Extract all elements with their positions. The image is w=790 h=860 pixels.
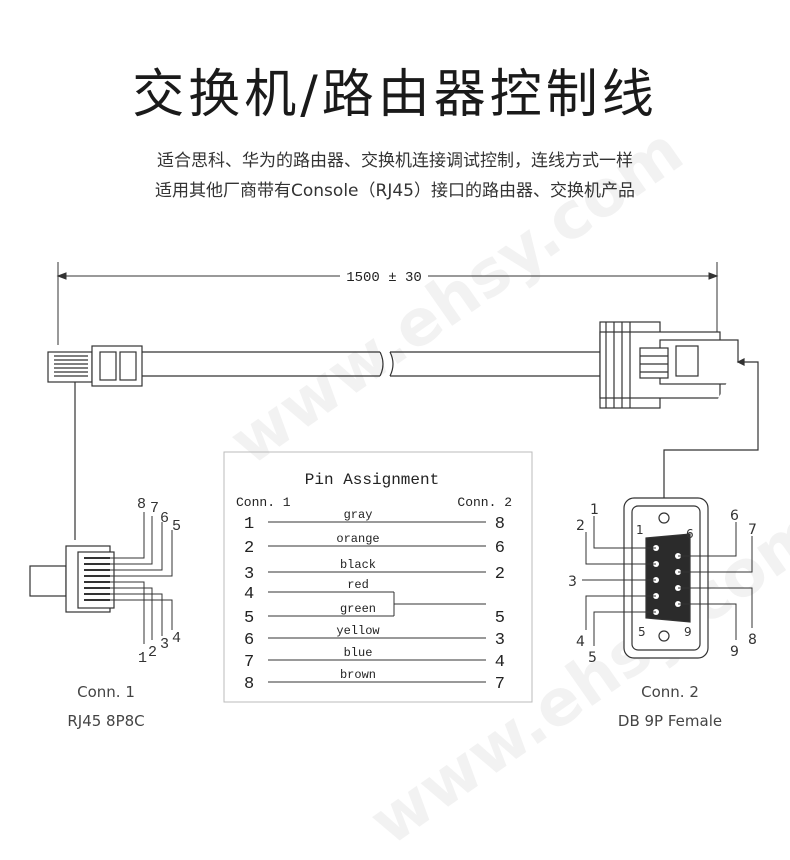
db9-pin-1: 1 xyxy=(590,502,599,518)
rj45-pin-1: 1 xyxy=(138,650,147,667)
rj45-pin-7: 7 xyxy=(150,500,159,517)
db9-conn-type: DB 9P Female xyxy=(617,712,723,730)
subtitle-line-1: 适合思科、华为的路由器、交换机连接调试控制，连线方式一样 xyxy=(157,151,633,171)
db9-pin-7: 7 xyxy=(748,522,757,538)
pin-table-right-header: Conn. 2 xyxy=(457,495,512,510)
db9-plug-side xyxy=(599,321,759,498)
rj45-front-view xyxy=(29,512,173,644)
rj45-plug-side xyxy=(47,345,143,540)
db9-pin-6: 6 xyxy=(730,508,739,524)
db9-inner-9: 9 xyxy=(684,625,692,639)
pin-left-7: 7 xyxy=(244,653,254,672)
wire-color-black: black xyxy=(340,558,376,572)
pin-assignment-box xyxy=(223,451,533,703)
pin-table-title: Pin Assignment xyxy=(305,471,439,489)
pin-table-left-header: Conn. 1 xyxy=(236,495,291,510)
pin-right-3: 3 xyxy=(495,631,505,650)
wire-color-orange: orange xyxy=(336,532,379,546)
pin-left-8: 8 xyxy=(244,675,254,694)
db9-pin-2: 2 xyxy=(576,518,585,534)
pin-right-8: 8 xyxy=(495,515,505,534)
pin-right-4: 4 xyxy=(495,653,505,672)
pin-left-5: 5 xyxy=(244,609,254,628)
wire-color-green: green xyxy=(340,602,376,616)
rj45-pin-2: 2 xyxy=(148,644,157,661)
wire-color-brown: brown xyxy=(340,668,376,682)
dimension-label: 1500 ± 30 xyxy=(346,270,422,286)
wire-color-blue: blue xyxy=(344,646,373,660)
wire-color-red: red xyxy=(347,578,369,592)
wire-color-yellow: yellow xyxy=(336,624,380,638)
db9-pin-5: 5 xyxy=(588,650,597,666)
pin-left-3: 3 xyxy=(244,565,254,584)
pin-right-2: 2 xyxy=(495,565,505,584)
db9-inner-5: 5 xyxy=(638,625,646,639)
rj45-pin-5: 5 xyxy=(172,518,181,535)
rj45-conn-type: RJ45 8P8C xyxy=(67,712,145,730)
subtitle-line-2: 适用其他厂商带有Console（RJ45）接口的路由器、交换机产品 xyxy=(155,181,635,201)
db9-inner-6: 6 xyxy=(686,527,694,541)
page-title: 交换机/路由器控制线 xyxy=(132,65,658,125)
pin-left-6: 6 xyxy=(244,631,254,650)
wire-color-gray: gray xyxy=(344,508,373,522)
rj45-pin-3: 3 xyxy=(160,636,169,653)
db9-pin-8: 8 xyxy=(748,632,757,648)
pin-right-7: 7 xyxy=(495,675,505,694)
pin-right-5: 5 xyxy=(495,609,505,628)
db9-conn-name: Conn. 2 xyxy=(641,683,699,701)
db9-pin-labels: 1 2 3 4 5 6 7 8 9 1 6 5 9 xyxy=(568,502,757,666)
rj45-pin-6: 6 xyxy=(160,510,169,527)
rj45-pin-4: 4 xyxy=(172,630,181,647)
db9-pin-9: 9 xyxy=(730,644,739,660)
pin-right-6: 6 xyxy=(495,539,505,558)
rj45-conn-name: Conn. 1 xyxy=(77,683,135,701)
rj45-pin-8: 8 xyxy=(137,496,146,513)
db9-pin-4: 4 xyxy=(576,634,585,650)
cable-body xyxy=(142,351,600,377)
rj45-pin-labels: 8 7 6 5 1 2 3 4 xyxy=(137,496,181,667)
pin-left-2: 2 xyxy=(244,539,254,558)
dimension-line xyxy=(56,262,719,345)
db9-front-view xyxy=(582,497,753,659)
pin-left-1: 1 xyxy=(244,515,254,534)
db9-pin-3: 3 xyxy=(568,574,577,590)
db9-inner-1: 1 xyxy=(636,523,644,537)
pin-left-4: 4 xyxy=(244,585,254,604)
